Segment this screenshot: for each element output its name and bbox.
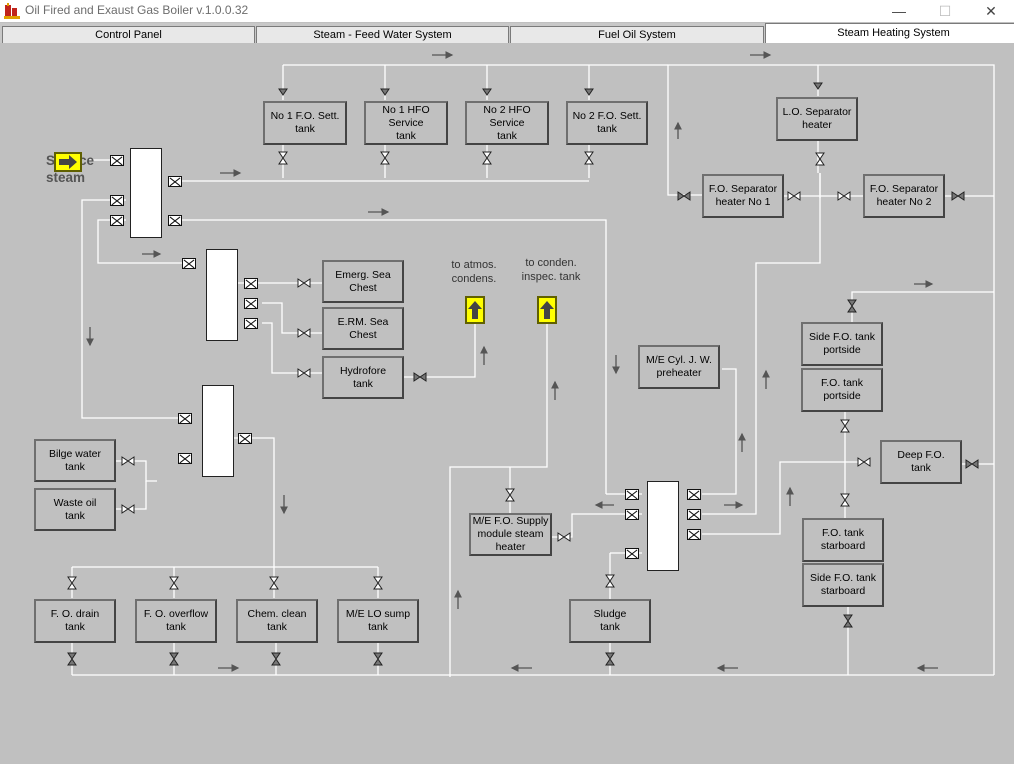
close-button[interactable]: ✕ [968,0,1014,22]
to-conden-label: to conden. inspec. tank [521,257,581,283]
manifold-sea-chest [206,249,238,341]
bilge-water-tank[interactable]: Bilge water tank [34,439,116,482]
tab-steam-heating-system[interactable]: Steam Heating System [765,23,1014,43]
title-bar: Oil Fired and Exaust Gas Boiler v.1.0.0.… [0,0,1014,22]
fo-tank-starboard[interactable]: F.O. tank starboard [802,518,884,562]
emerg-sea-chest[interactable]: Emerg. Sea Chest [322,260,404,303]
close-icon: ✕ [985,2,997,19]
waste-oil-tank[interactable]: Waste oil tank [34,488,116,531]
fo-drain-tank[interactable]: F. O. drain tank [34,599,116,643]
maximize-icon: ☐ [938,2,952,19]
no1-hfo-service-tank[interactable]: No 1 HFO Service tank [364,101,448,145]
to-atmos-label: to atmos. condens. [451,259,497,285]
manifold-valve[interactable] [625,548,639,559]
pipe-network [67,51,995,677]
hydrofore-tank[interactable]: Hydrofore tank [322,356,404,399]
arrow-right-icon [59,155,77,169]
side-fo-tank-starboard[interactable]: Side F.O. tank starboard [802,563,884,607]
manifold-valve[interactable] [244,298,258,309]
tab-bar: Control Panel Steam - Feed Water System … [0,23,1014,43]
tab-fuel-oil-system[interactable]: Fuel Oil System [510,26,764,43]
manifold-fo-supply [647,481,679,571]
steam-heating-diagram: Service steam No 1 F.O. Sett. tank No 1 … [2,43,1014,764]
fo-separator-heater-1[interactable]: F.O. Separator heater No 1 [702,174,784,218]
to-conden-indicator[interactable] [537,296,557,324]
erm-sea-chest[interactable]: E.RM. Sea Chest [322,307,404,350]
side-fo-tank-portside[interactable]: Side F.O. tank portside [801,322,883,366]
tab-control-panel[interactable]: Control Panel [2,26,255,43]
manifold-main [130,148,162,238]
manifold-valve[interactable] [178,413,192,424]
minimize-icon: — [892,3,906,19]
fo-separator-heater-2[interactable]: F.O. Separator heater No 2 [863,174,945,218]
service-steam-inlet-indicator[interactable] [54,152,82,172]
manifold-valve[interactable] [238,433,252,444]
maximize-button[interactable]: ☐ [922,0,968,22]
sludge-tank[interactable]: Sludge tank [569,599,651,643]
manifold-valve[interactable] [687,489,701,500]
no2-hfo-service-tank[interactable]: No 2 HFO Service tank [465,101,549,145]
chem-clean-tank[interactable]: Chem. clean tank [236,599,318,643]
manifold-valve[interactable] [687,529,701,540]
manifold-valve[interactable] [625,489,639,500]
manifold-valve[interactable] [244,318,258,329]
me-lo-sump-tank[interactable]: M/E LO sump tank [337,599,419,643]
no1-fo-sett-tank[interactable]: No 1 F.O. Sett. tank [263,101,347,145]
deep-fo-tank[interactable]: Deep F.O. tank [880,440,962,484]
arrow-up-icon [468,301,482,319]
manifold-valve[interactable] [110,195,124,206]
fo-overflow-tank[interactable]: F. O. overflow tank [135,599,217,643]
to-atmos-indicator[interactable] [465,296,485,324]
manifold-valve[interactable] [110,215,124,226]
me-fo-supply-module-steam-heater[interactable]: M/E F.O. Supply module steam heater [469,513,552,556]
manifold-valve[interactable] [625,509,639,520]
minimize-button[interactable]: — [876,0,922,22]
manifold-valve[interactable] [168,176,182,187]
globe-valves [67,82,979,666]
manifold-valve[interactable] [182,258,196,269]
manifold-valve[interactable] [168,215,182,226]
fo-tank-portside[interactable]: F.O. tank portside [801,368,883,412]
arrow-up-icon [540,301,554,319]
flow-arrows [86,51,938,672]
no2-fo-sett-tank[interactable]: No 2 F.O. Sett. tank [566,101,648,145]
service-steam-valve[interactable] [110,155,124,166]
window-title: Oil Fired and Exaust Gas Boiler v.1.0.0.… [25,3,249,17]
manifold-valve[interactable] [244,278,258,289]
manifold-bilge [202,385,234,477]
me-cyl-jw-preheater[interactable]: M/E Cyl. J. W. preheater [638,345,720,389]
manifold-valve[interactable] [178,453,192,464]
tab-steam-feed-water-system[interactable]: Steam - Feed Water System [256,26,509,43]
manifold-valve[interactable] [687,509,701,520]
lo-separator-heater[interactable]: L.O. Separator heater [776,97,858,141]
app-icon [4,3,20,19]
